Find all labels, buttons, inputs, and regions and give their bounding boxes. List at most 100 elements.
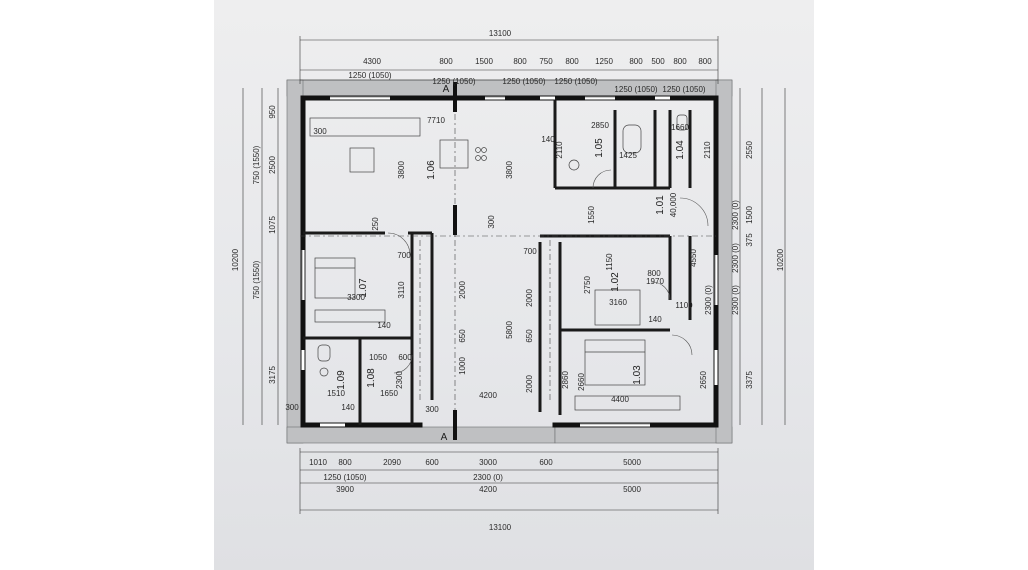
inner-dim: 300 bbox=[487, 215, 496, 229]
room-1-05-label: 1.05 bbox=[594, 138, 605, 158]
inner-dim: 1660 bbox=[671, 123, 689, 132]
top-dim-8: 800 bbox=[629, 57, 643, 66]
section-lines bbox=[300, 86, 716, 440]
windows bbox=[301, 96, 718, 427]
bottom-dim-6: 600 bbox=[539, 458, 553, 467]
right-dim-3: 375 bbox=[745, 233, 754, 247]
room-1-03-label: 1.03 bbox=[632, 365, 643, 385]
room-labels: 1.01 40,000 1.02 1.03 1.04 1.05 1.06 1.0… bbox=[336, 84, 686, 443]
inner-dim: 300 bbox=[313, 127, 327, 136]
inner-dim: 2650 bbox=[699, 371, 708, 389]
right-dim-2: 1500 bbox=[745, 206, 754, 224]
top-dim-5: 750 bbox=[539, 57, 553, 66]
top-dim-3: 1500 bbox=[475, 57, 493, 66]
inner-dimension-labels: 7710 300 2850 1660 1425 3800 3800 300 15… bbox=[285, 116, 712, 414]
inner-dim: 4550 bbox=[689, 249, 698, 267]
inner-dim: 250 bbox=[371, 217, 380, 231]
room-1-02-label: 1.02 bbox=[610, 272, 621, 292]
inner-dim: 700 bbox=[397, 251, 411, 260]
bottom-dim-5: 3000 bbox=[479, 458, 497, 467]
left-dim-b-2: 750 (1550) bbox=[252, 260, 261, 299]
inner-dim: 140 bbox=[377, 321, 391, 330]
inner-dim: 140 bbox=[541, 135, 555, 144]
right-overall-dim: 10200 bbox=[776, 248, 785, 271]
inner-dim: 300 bbox=[285, 403, 299, 412]
inner-dim: 2000 bbox=[458, 281, 467, 299]
inner-dim: 7710 bbox=[427, 116, 445, 125]
section-mark-bottom: A bbox=[441, 432, 448, 443]
left-dim-1: 950 bbox=[268, 105, 277, 119]
room-1-08-label: 1.08 bbox=[366, 368, 377, 388]
room-1-06-label: 1.06 bbox=[426, 160, 437, 180]
room-1-04-label: 1.04 bbox=[675, 140, 686, 160]
inner-dim: 2300 bbox=[395, 371, 404, 389]
inner-dim: 2110 bbox=[703, 141, 712, 159]
top-dim2-4: 1250 (1050) bbox=[554, 77, 597, 86]
top-dim-1: 4300 bbox=[363, 57, 381, 66]
left-dim-2: 2500 bbox=[268, 156, 277, 174]
inner-dim: 1050 bbox=[369, 353, 387, 362]
inner-dim: 300 bbox=[425, 405, 439, 414]
bottom-dim2-1: 1250 (1050) bbox=[323, 473, 366, 482]
right-dim-b-3: 2300 (0) bbox=[731, 285, 740, 315]
inner-dim: 700 bbox=[523, 247, 537, 256]
inner-dim: 4200 bbox=[479, 391, 497, 400]
bottom-dim3-1: 3900 bbox=[336, 485, 354, 494]
interior-walls bbox=[303, 98, 692, 425]
bottom-dim2-2: 2300 (0) bbox=[473, 473, 503, 482]
inner-dim: 2110 bbox=[555, 141, 564, 159]
inner-dim: 1000 bbox=[458, 357, 467, 375]
window-lines bbox=[301, 96, 719, 428]
inner-dim: 3300 bbox=[347, 293, 365, 302]
bottom-dim-2: 800 bbox=[338, 458, 352, 467]
inner-dim: 4400 bbox=[611, 395, 629, 404]
inner-dim: 140 bbox=[341, 403, 355, 412]
dimension-lines bbox=[242, 36, 786, 514]
right-dim-4: 3375 bbox=[745, 371, 754, 389]
room-1-01-label: 1.01 bbox=[655, 195, 666, 215]
inner-dim: 3800 bbox=[505, 161, 514, 179]
top-dim2-6: 1250 (1050) bbox=[662, 85, 705, 94]
room-1-09-label: 1.09 bbox=[336, 370, 347, 390]
inner-dim: 3160 bbox=[609, 298, 627, 307]
top-dim-2: 800 bbox=[439, 57, 453, 66]
room-1-01-area: 40,000 bbox=[669, 192, 678, 217]
inner-dim: 800 bbox=[647, 269, 661, 278]
bottom-overall-dim: 13100 bbox=[489, 523, 512, 532]
top-dim-9: 500 bbox=[651, 57, 665, 66]
right-dim-b-2: 2300 (0) bbox=[731, 243, 740, 273]
bottom-dim-7: 5000 bbox=[623, 458, 641, 467]
right-dim-b-1: 2300 (0) bbox=[731, 200, 740, 230]
inner-dim: 1100 bbox=[675, 301, 693, 310]
right-dim-b-4: 2300 (0) bbox=[704, 285, 713, 315]
inner-dim: 2000 bbox=[525, 289, 534, 307]
left-dim-3: 1075 bbox=[268, 216, 277, 234]
top-dim-10: 800 bbox=[673, 57, 687, 66]
inner-dim: 2750 bbox=[583, 276, 592, 294]
section-mark-top: A bbox=[443, 84, 450, 95]
inner-dim: 3110 bbox=[397, 281, 406, 299]
top-dim2-2: 1250 (1050) bbox=[432, 77, 475, 86]
bottom-dim3-3: 5000 bbox=[623, 485, 641, 494]
door-swings bbox=[387, 169, 709, 374]
inner-dim: 1510 bbox=[327, 389, 345, 398]
inner-dim: 2860 bbox=[561, 371, 570, 389]
outer-wall-band bbox=[286, 79, 733, 444]
left-dim-b-1: 750 (1550) bbox=[252, 145, 261, 184]
inner-dim: 650 bbox=[525, 329, 534, 343]
inner-dim: 1550 bbox=[587, 206, 596, 224]
inner-dim: 2000 bbox=[525, 375, 534, 393]
bottom-dim3-2: 4200 bbox=[479, 485, 497, 494]
section-arrows bbox=[453, 82, 457, 440]
bottom-dim-3: 2090 bbox=[383, 458, 401, 467]
top-dim2-5: 1250 (1050) bbox=[614, 85, 657, 94]
top-dim-4: 800 bbox=[513, 57, 527, 66]
inner-dim: 1970 bbox=[646, 277, 664, 286]
bottom-dim-4: 600 bbox=[425, 458, 439, 467]
left-dim-4: 3175 bbox=[268, 366, 277, 384]
top-overall-dim: 13100 bbox=[489, 29, 512, 38]
room-1-07-label: 1.07 bbox=[358, 278, 369, 298]
top-dim-6: 800 bbox=[565, 57, 579, 66]
